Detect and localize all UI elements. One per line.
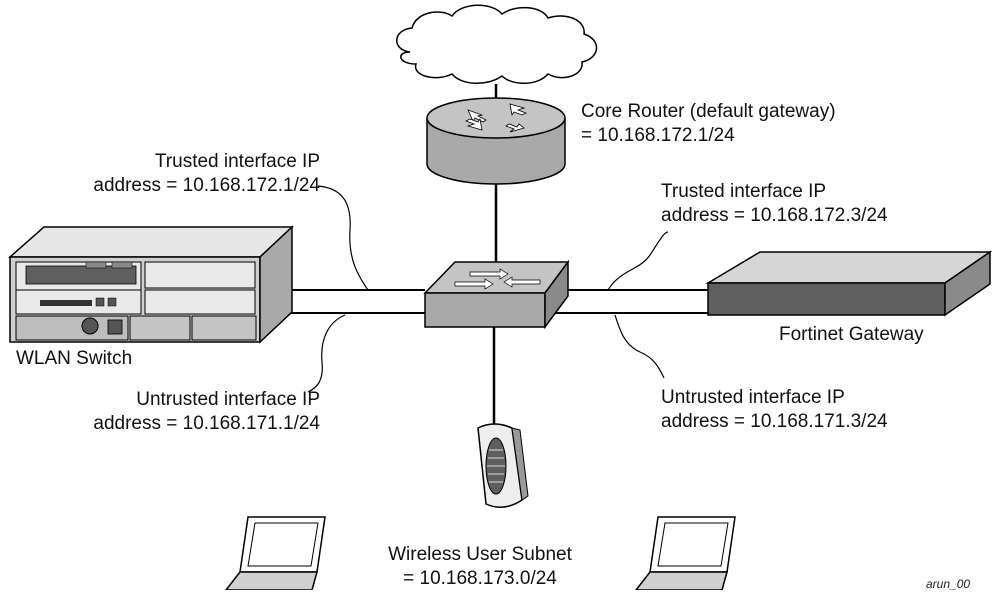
core-router <box>426 97 566 185</box>
laptop-left-icon <box>225 516 326 590</box>
fortinet-gateway-device <box>705 250 992 317</box>
internet-cloud <box>396 4 598 84</box>
wlan-untrusted-callout <box>307 314 346 393</box>
router-arrows-icon <box>465 103 527 133</box>
wlan-trusted-callout <box>317 185 369 291</box>
core-router-label: Core Router (default gateway) = 10.168.1… <box>581 100 836 148</box>
access-point-device <box>477 423 529 508</box>
fortinet-untrusted-label-line1: Untrusted interface IP <box>661 387 845 408</box>
fortinet-trusted-label: Trusted interface IP address = 10.168.17… <box>661 180 888 228</box>
wlan-switch-device <box>8 225 294 344</box>
fortinet-trusted-label-line2: address = 10.168.172.3/24 <box>661 205 888 226</box>
center-switch <box>423 259 570 330</box>
fortinet-untrusted-callout <box>614 314 665 379</box>
wlan-untrusted-label-line2: address = 10.168.171.1/24 <box>93 413 320 434</box>
wireless-subnet-label-line1: Wireless User Subnet <box>388 544 572 565</box>
figure-id-label: arun_00 <box>926 577 971 591</box>
core-router-label-line2: = 10.168.172.1/24 <box>581 125 735 146</box>
wireless-subnet-label-line2: = 10.168.173.0/24 <box>403 568 557 589</box>
fortinet-gateway-label: Fortinet Gateway <box>779 324 924 345</box>
fortinet-untrusted-label: Untrusted interface IP address = 10.168.… <box>661 386 888 434</box>
wlan-untrusted-label: Untrusted interface IP address = 10.168.… <box>40 388 320 436</box>
core-router-label-line1: Core Router (default gateway) <box>581 101 836 122</box>
laptop-right-icon <box>635 516 736 590</box>
wlan-trusted-label-line2: address = 10.168.172.1/24 <box>93 175 320 196</box>
callout-lines <box>307 185 669 393</box>
wlan-trusted-label: Trusted interface IP address = 10.168.17… <box>40 150 320 198</box>
switch-arrows-icon <box>454 268 541 290</box>
fortinet-trusted-label-line1: Trusted interface IP <box>661 181 827 202</box>
fortinet-untrusted-label-line2: address = 10.168.171.3/24 <box>661 411 888 432</box>
wireless-subnet-label: Wireless User Subnet = 10.168.173.0/24 <box>345 543 615 591</box>
fortinet-trusted-callout <box>607 231 669 291</box>
wlan-untrusted-label-line1: Untrusted interface IP <box>136 389 320 410</box>
wlan-trusted-label-line1: Trusted interface IP <box>154 151 320 172</box>
wlan-switch-label: WLAN Switch <box>16 348 133 369</box>
